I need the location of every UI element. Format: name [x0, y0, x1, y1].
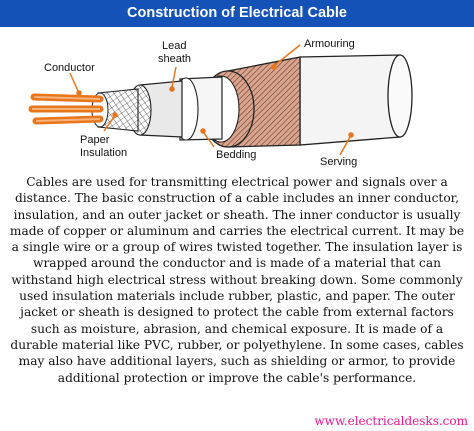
- leader-lines: [69, 44, 354, 156]
- label-lead-sheath-line1: Lead: [162, 40, 186, 52]
- label-serving: Serving: [320, 156, 357, 168]
- website-watermark[interactable]: www.electricaldesks.com: [314, 414, 468, 428]
- label-conductor: Conductor: [44, 62, 95, 74]
- serving-layer: [299, 54, 413, 146]
- label-bedding: Bedding: [216, 149, 256, 161]
- label-paper-insulation-line2: Insulation: [80, 147, 127, 159]
- page-title: Construction of Electrical Cable: [0, 0, 474, 27]
- label-paper-insulation-line1: Paper: [80, 134, 110, 146]
- cable-diagram: Conductor Lead sheath Armouring Paper In…: [28, 38, 413, 168]
- label-armouring: Armouring: [304, 38, 355, 50]
- label-lead-sheath-line2: sheath: [158, 53, 191, 65]
- conductor-wires: [28, 93, 104, 125]
- description-paragraph: Cables are used for transmitting electri…: [9, 175, 465, 385]
